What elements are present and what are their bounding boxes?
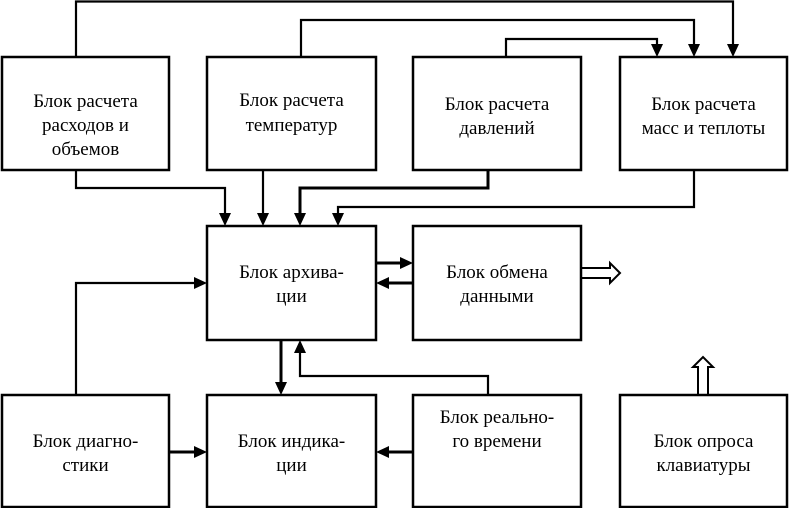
block-pressure: Блок расчета давлений — [411, 55, 583, 172]
arrowhead-pressure-to-archive — [294, 213, 306, 226]
arrowhead-pressure-to-mass — [651, 44, 663, 57]
block-flow-line-1: Блок расчета — [33, 91, 138, 112]
arrowhead-realtime-to-archive — [294, 340, 306, 353]
block-mass-line-1: Блок расчета — [651, 94, 756, 115]
arrowhead-archive-to-exchange — [400, 257, 413, 269]
block-diag-line-1: Блок диагно- — [33, 431, 139, 452]
block-archive: Блок архива- ции — [205, 224, 378, 342]
block-flow-line-2: расходов и — [42, 115, 129, 136]
block-realtime-line-1: Блок реально- — [440, 407, 555, 428]
block-indication: Блок индика- ции — [205, 393, 378, 508]
arrowhead-diag-to-indication — [194, 446, 207, 458]
block-exchange: Блок обмена данными — [411, 224, 583, 342]
arrowhead-temp-to-mass — [688, 44, 700, 57]
block-pressure-line-2: давлений — [459, 118, 534, 139]
block-temp: Блок расчета температур — [205, 55, 378, 172]
block-temp-line-1: Блок расчета — [239, 90, 344, 111]
arrowhead-flow-to-archive — [219, 213, 231, 226]
block-exchange-line-1: Блок обмена — [446, 262, 548, 283]
block-archive-line-2: ции — [276, 286, 307, 307]
wire-pressure-to-archive — [298, 170, 490, 215]
wire-diag-to-archive — [74, 281, 195, 395]
wire-temp-to-mass — [299, 18, 696, 57]
block-keyboard-line-1: Блок опроса — [654, 431, 754, 452]
hollow-arrow-keyboard-output — [690, 355, 716, 396]
block-exchange-line-2: данными — [460, 286, 533, 307]
arrowhead-exchange-to-archive — [376, 277, 389, 289]
block-realtime-line-2: го времени — [452, 431, 541, 452]
block-flow-line-3: объемов — [52, 139, 119, 160]
block-mass-line-2: масс и теплоты — [642, 118, 766, 139]
connectors — [74, 0, 739, 458]
wire-flow-to-archive — [74, 170, 227, 215]
block-mass: Блок расчета масс и теплоты — [618, 55, 789, 172]
arrowhead-flow-to-mass — [727, 44, 739, 57]
block-archive-line-1: Блок архива- — [239, 262, 344, 283]
block-indication-line-2: ции — [276, 455, 307, 476]
block-diag-line-2: стики — [62, 455, 108, 476]
wire-pressure-to-mass — [504, 37, 659, 57]
wire-realtime-to-archive — [298, 351, 490, 395]
block-diag: Блок диагно- стики — [0, 393, 171, 508]
block-realtime: Блок реально- го времени — [411, 393, 583, 508]
arrowhead-temp-to-archive — [257, 213, 269, 226]
block-indication-line-1: Блок индика- — [238, 431, 346, 452]
arrowhead-archive-to-indication — [275, 382, 287, 395]
block-pressure-line-1: Блок расчета — [445, 94, 550, 115]
arrowhead-diag-to-archive — [194, 277, 207, 289]
block-keyboard-line-2: клавиатуры — [656, 455, 750, 476]
wire-flow-to-mass — [74, 0, 735, 57]
block-keyboard: Блок опроса клавиатуры — [618, 393, 789, 508]
wire-mass-to-archive — [336, 170, 696, 215]
block-temp-line-2: температур — [246, 115, 338, 136]
arrowhead-realtime-to-indication — [376, 446, 389, 458]
block-flow: Блок расчета расходов и объемов — [0, 55, 171, 172]
arrowhead-mass-to-archive — [332, 213, 344, 226]
hollow-arrow-exchange-output — [580, 260, 622, 286]
